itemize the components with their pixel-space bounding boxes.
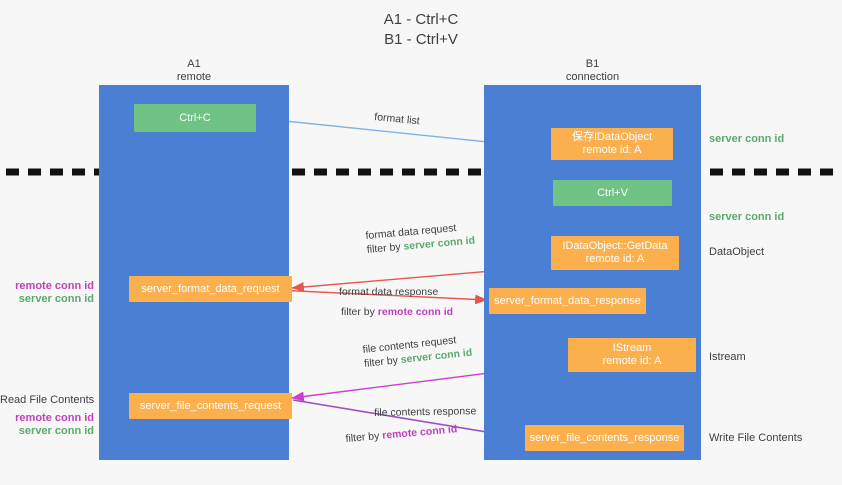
column-header-a1: A1 remote <box>99 58 289 84</box>
node-save-idataobject-line1: 保存IDataObject <box>571 131 653 143</box>
node-server-format-data-request[interactable]: server_format_data_request <box>129 276 292 302</box>
node-ctrl-v-label: Ctrl+V <box>597 186 628 199</box>
note-dataobject: DataObject <box>709 245 764 259</box>
column-header-a1-role: remote <box>176 71 212 83</box>
node-server-file-contents-response-label: server_file_contents_response <box>529 431 680 444</box>
note-server-conn-id-1: server conn id <box>0 292 94 306</box>
column-header-b1: B1 connection <box>484 58 701 84</box>
edge-label-format-data-response-text: format data response <box>339 286 439 298</box>
note-server-conn-id-2: server conn id <box>0 424 94 438</box>
note-write-file-contents-text: Write File Contents <box>709 432 803 444</box>
node-server-format-data-response[interactable]: server_format_data_response <box>489 288 646 314</box>
note-read-file-contents: Read File Contents <box>0 393 94 407</box>
filter-prefix: filter by <box>366 240 404 256</box>
note-server-conn-id-mid-text: server conn id <box>709 211 785 223</box>
node-idataobject-getdata-line2: remote id: A <box>585 253 645 265</box>
note-read-file-contents-text: Read File Contents <box>0 394 95 406</box>
note-istream-text: Istream <box>709 351 746 363</box>
title-line-2: B1 - Ctrl+V <box>384 31 458 48</box>
title-line-1: A1 - Ctrl+C <box>383 11 459 28</box>
column-header-b1-role: connection <box>565 71 620 83</box>
note-remote-conn-id-1-text: remote conn id <box>15 280 94 292</box>
note-server-conn-id-mid: server conn id <box>709 210 784 224</box>
node-istream-line2: remote id: A <box>602 355 662 367</box>
note-dataobject-text: DataObject <box>709 246 765 258</box>
node-idataobject-getdata-line1: IDataObject::GetData <box>562 240 668 252</box>
filter-prefix: filter by <box>363 354 402 370</box>
note-server-conn-id-2-text: server conn id <box>18 425 94 437</box>
column-header-b1-name: B1 <box>585 58 600 70</box>
filter-prefix: filter by <box>345 429 383 445</box>
diagram-title: A1 - Ctrl+C B1 - Ctrl+V <box>0 10 842 50</box>
node-server-format-data-response-label: server_format_data_response <box>494 294 641 307</box>
note-istream: Istream <box>709 350 746 364</box>
note-server-conn-id-top-text: server conn id <box>709 133 785 145</box>
node-save-idataobject-line2: remote id: A <box>582 144 642 156</box>
node-istream-line1: IStream <box>612 342 652 354</box>
node-ctrl-c-label: Ctrl+C <box>179 111 211 124</box>
note-write-file-contents: Write File Contents <box>709 431 802 445</box>
filter-token-remote-conn-id: remote conn id <box>377 306 454 318</box>
node-server-file-contents-request-label: server_file_contents_request <box>139 399 282 412</box>
column-header-a1-name: A1 <box>187 58 201 70</box>
note-remote-conn-id-2: remote conn id <box>0 411 94 425</box>
node-istream[interactable]: IStream remote id: A <box>568 338 696 372</box>
filter-prefix: filter by <box>341 306 378 318</box>
node-ctrl-v[interactable]: Ctrl+V <box>553 180 672 206</box>
edge-label-file-contents-response-text: file contents response <box>374 405 477 419</box>
edge-label-format-data-response: format data response filter by remote co… <box>339 285 453 319</box>
node-ctrl-c[interactable]: Ctrl+C <box>134 104 256 132</box>
note-server-conn-id-1-text: server conn id <box>18 293 94 305</box>
note-remote-conn-id-2-text: remote conn id <box>15 412 94 424</box>
node-server-format-data-request-label: server_format_data_request <box>141 282 280 295</box>
note-server-conn-id-top: server conn id <box>709 132 784 146</box>
node-idataobject-getdata[interactable]: IDataObject::GetData remote id: A <box>551 236 679 270</box>
node-server-file-contents-request[interactable]: server_file_contents_request <box>129 393 292 419</box>
node-server-file-contents-response[interactable]: server_file_contents_response <box>525 425 684 451</box>
edge-label-format-data-response-filter: filter by remote conn id <box>341 305 453 319</box>
edge-label-file-contents-response: file contents response <box>374 404 476 420</box>
node-save-idataobject[interactable]: 保存IDataObject remote id: A <box>551 128 673 160</box>
note-remote-conn-id-1: remote conn id <box>0 279 94 293</box>
